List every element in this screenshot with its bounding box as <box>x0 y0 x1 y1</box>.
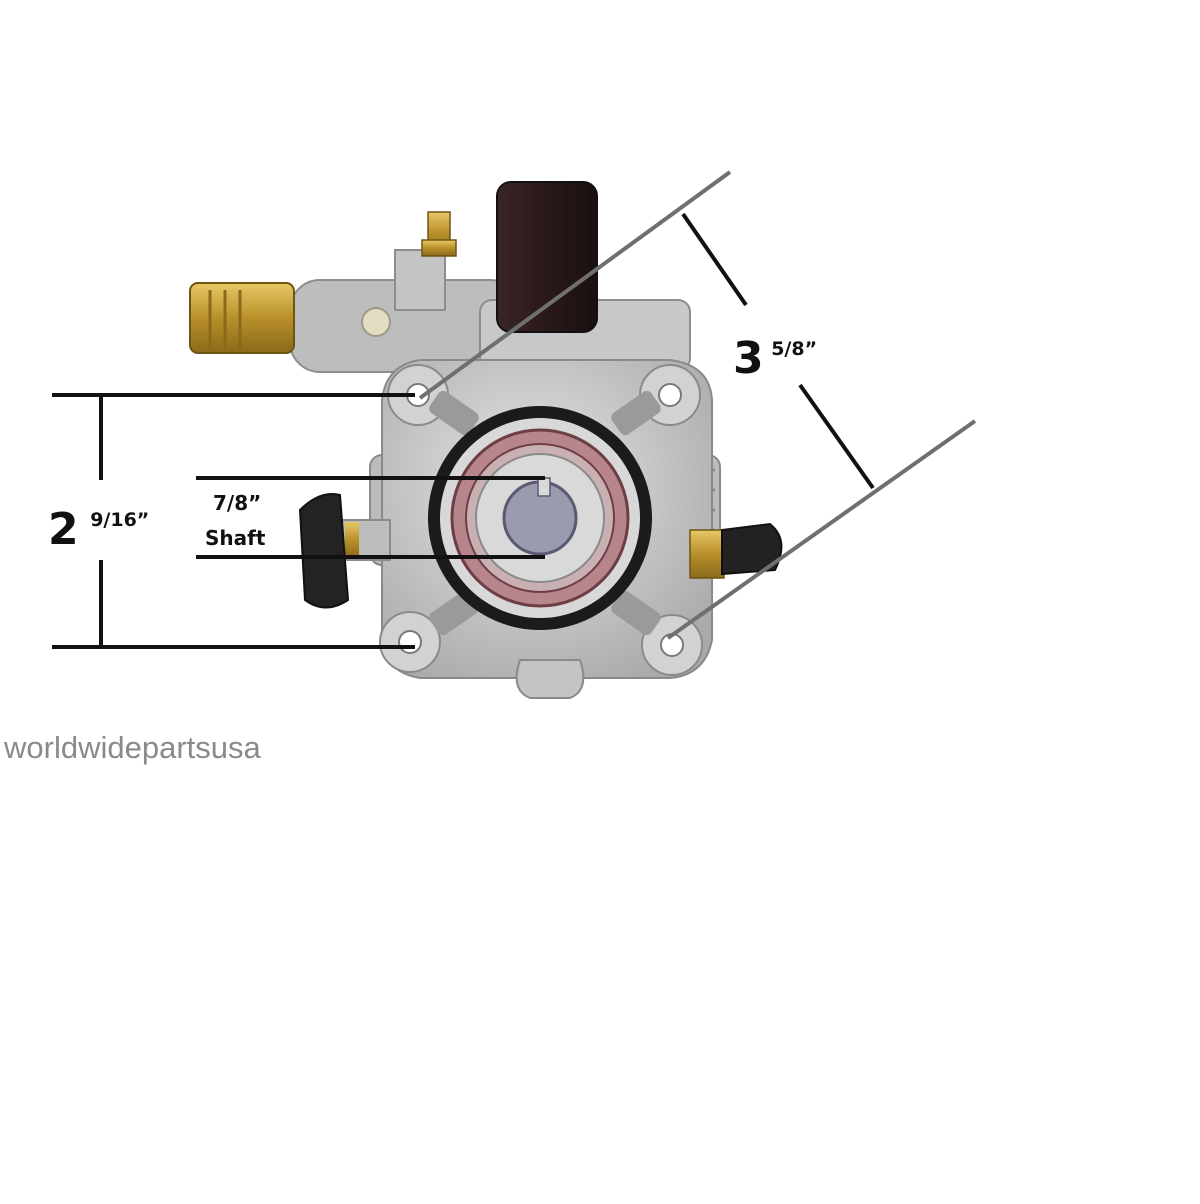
watermark: worldwidepartsusa <box>4 730 261 765</box>
height-label: 2 9/16” <box>48 508 149 552</box>
brass-nipple <box>421 211 457 257</box>
shaft-size-label: 7/8” <box>213 491 262 515</box>
bolt-hole <box>658 383 682 407</box>
shaft-bearing <box>428 406 652 630</box>
thermal-relief-valve <box>689 522 783 579</box>
shaft-label: Shaft <box>205 526 266 550</box>
height-dimension <box>52 393 415 649</box>
height-whole: 2 <box>48 504 79 555</box>
height-fraction: 9/16” <box>90 509 150 531</box>
diagonal-whole: 3 <box>733 333 764 384</box>
diagonal-fraction: 5/8” <box>771 338 818 360</box>
bolt-hole <box>398 630 422 654</box>
shaft-dimension <box>196 476 545 559</box>
manifold <box>289 249 691 373</box>
quick-connect-fitting <box>189 282 295 354</box>
unloader-cap <box>496 181 598 333</box>
diagonal-label: 3 5/8” <box>733 337 817 381</box>
pressure-knob <box>298 493 391 609</box>
diagonal-dimension <box>418 170 977 640</box>
